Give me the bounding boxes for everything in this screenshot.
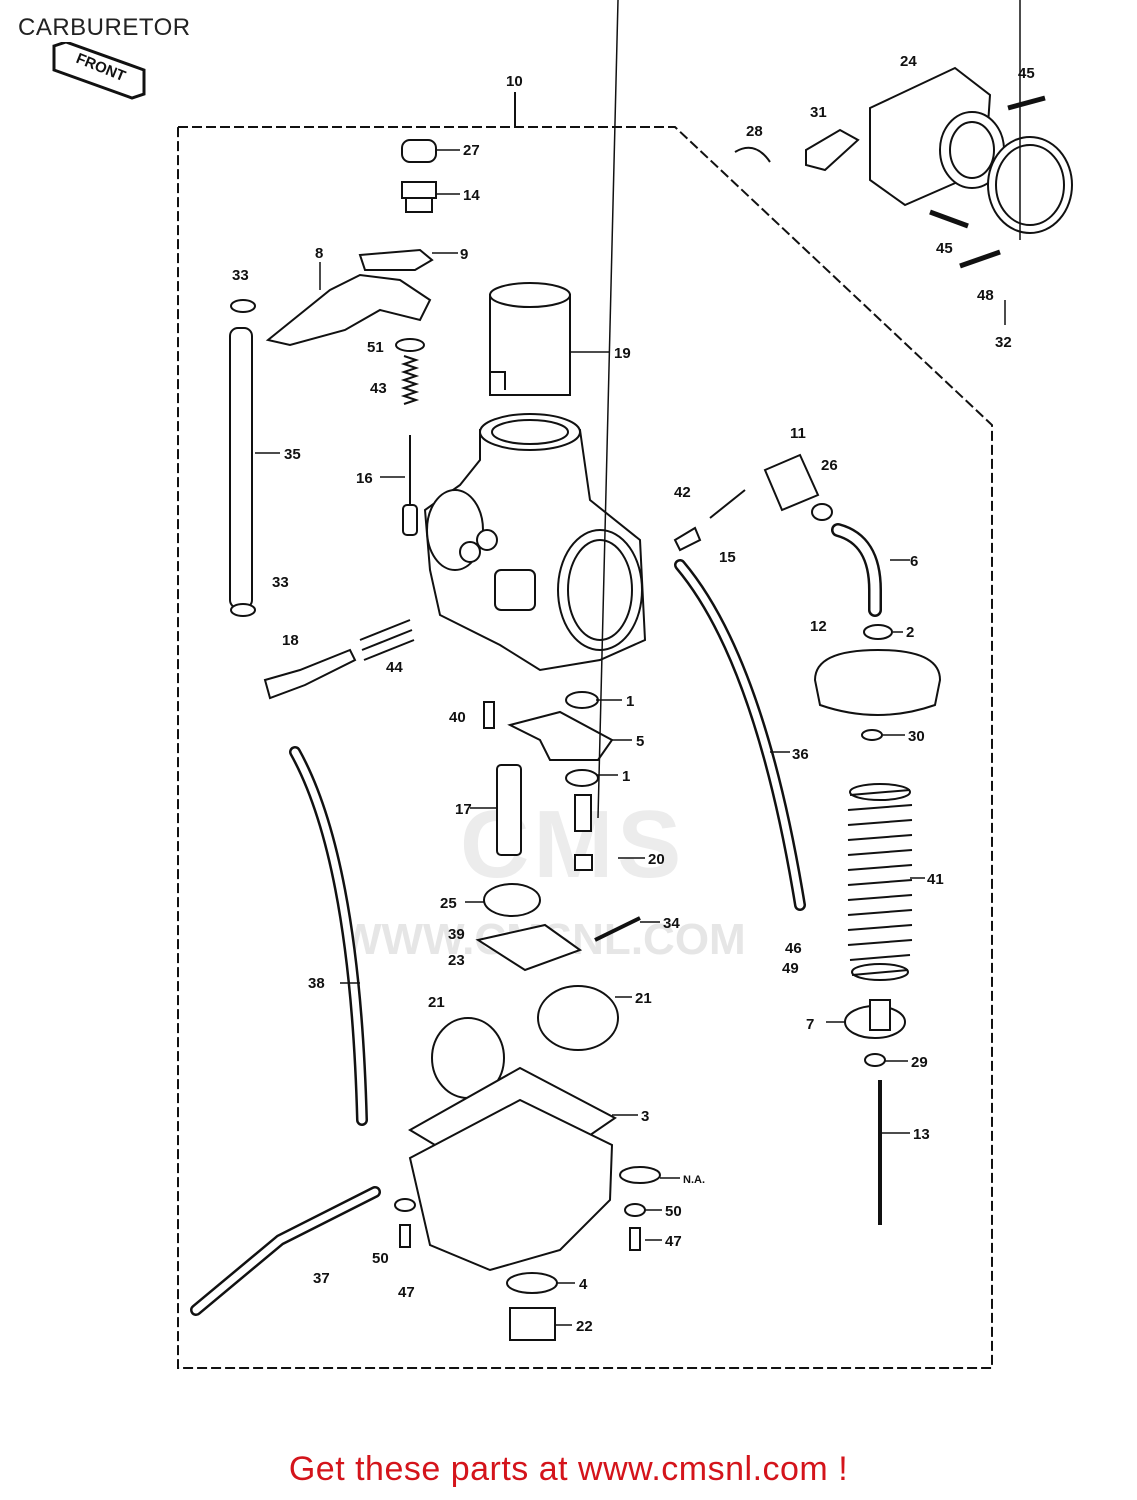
callout-35: 35 — [284, 446, 301, 463]
callout-9: 9 — [460, 246, 468, 263]
callout-51: 51 — [367, 339, 384, 356]
footer-text[interactable]: Get these parts at www.cmsnl.com ! — [288, 1450, 849, 1488]
callout-4: 4 — [579, 1276, 588, 1293]
callout-21a: 21 — [428, 994, 445, 1011]
callout-49: 49 — [782, 960, 799, 977]
chamber-cap — [813, 624, 942, 741]
callout-30: 30 — [908, 728, 925, 745]
callout-5: 5 — [636, 733, 644, 750]
callout-47a: 47 — [398, 1284, 415, 1301]
callout-32: 32 — [995, 334, 1012, 351]
callout-36: 36 — [792, 746, 809, 763]
callout-47b: 47 — [665, 1233, 682, 1250]
callout-41: 41 — [927, 871, 944, 888]
callout-16: 16 — [356, 470, 373, 487]
callout-19: 19 — [614, 345, 631, 362]
callout-7: 7 — [806, 1016, 814, 1033]
callout-3: 3 — [641, 1108, 649, 1125]
callout-37: 37 — [313, 1270, 330, 1287]
callout-1b: 1 — [622, 768, 630, 785]
callout-20: 20 — [648, 851, 665, 868]
callout-15: 15 — [719, 549, 736, 566]
return-spring — [847, 783, 913, 981]
callout-10: 10 — [506, 73, 523, 90]
callout-labels: 10 27 14 9 8 33 51 43 19 35 16 33 18 44 … — [232, 53, 1035, 1335]
throttle-slide — [489, 282, 571, 396]
callout-33a: 33 — [232, 267, 249, 284]
callout-6: 6 — [910, 553, 918, 570]
callout-11: 11 — [790, 425, 806, 442]
callout-45a: 45 — [1018, 65, 1035, 82]
callout-44: 44 — [386, 659, 403, 676]
callout-42: 42 — [674, 484, 691, 501]
callout-14: 14 — [463, 187, 480, 204]
callout-13: 13 — [913, 1126, 930, 1143]
carburetor-body — [423, 413, 647, 672]
plate-and-rod — [844, 999, 906, 1225]
callout-26: 26 — [821, 457, 838, 474]
intake-holder-group — [734, 66, 1073, 269]
callout-28: 28 — [746, 123, 763, 140]
starter-plunger-parts — [673, 453, 882, 617]
front-arrow-badge: FRONT — [52, 42, 146, 100]
callout-31: 31 — [810, 104, 827, 121]
callout-33b: 33 — [272, 574, 289, 591]
float-valve-parts — [475, 691, 641, 972]
callout-27: 27 — [463, 142, 480, 159]
callout-21b: 21 — [635, 990, 652, 1007]
callout-50a: 50 — [372, 1250, 389, 1267]
callout-23: 23 — [448, 952, 465, 969]
callout-17: 17 — [455, 801, 472, 818]
callout-48: 48 — [977, 287, 994, 304]
callout-8: 8 — [315, 245, 323, 262]
callout-50b: 50 — [665, 1203, 682, 1220]
top-cap-and-nut — [401, 139, 437, 213]
callout-na: N.A. — [683, 1174, 705, 1186]
callout-38: 38 — [308, 975, 325, 992]
carburetor-exploded-diagram: 10 27 14 9 8 33 51 43 19 35 16 33 18 44 … — [177, 0, 1073, 1369]
callout-1a: 1 — [626, 693, 634, 710]
footer-cta[interactable]: Get these parts at www.cmsnl.com ! — [0, 1450, 1137, 1489]
callout-2: 2 — [906, 624, 914, 641]
callout-25: 25 — [440, 895, 457, 912]
callout-46: 46 — [785, 940, 802, 957]
callout-18: 18 — [282, 632, 299, 649]
callout-40: 40 — [449, 709, 466, 726]
jet-needle — [402, 435, 418, 536]
long-pipe — [229, 299, 256, 617]
float-bowl — [394, 1066, 661, 1341]
callout-45b: 45 — [936, 240, 953, 257]
callout-29: 29 — [911, 1054, 928, 1071]
idle-screw — [263, 619, 415, 700]
choke-lever — [265, 248, 434, 405]
callout-24: 24 — [900, 53, 917, 70]
callout-34: 34 — [663, 915, 680, 932]
callout-39: 39 — [448, 926, 465, 943]
page-title: CARBURETOR — [18, 14, 191, 41]
callout-12: 12 — [810, 618, 827, 635]
leader-lines — [255, 0, 1021, 1326]
callout-43: 43 — [370, 380, 387, 397]
floats — [431, 985, 619, 1099]
callout-22: 22 — [576, 1318, 593, 1335]
